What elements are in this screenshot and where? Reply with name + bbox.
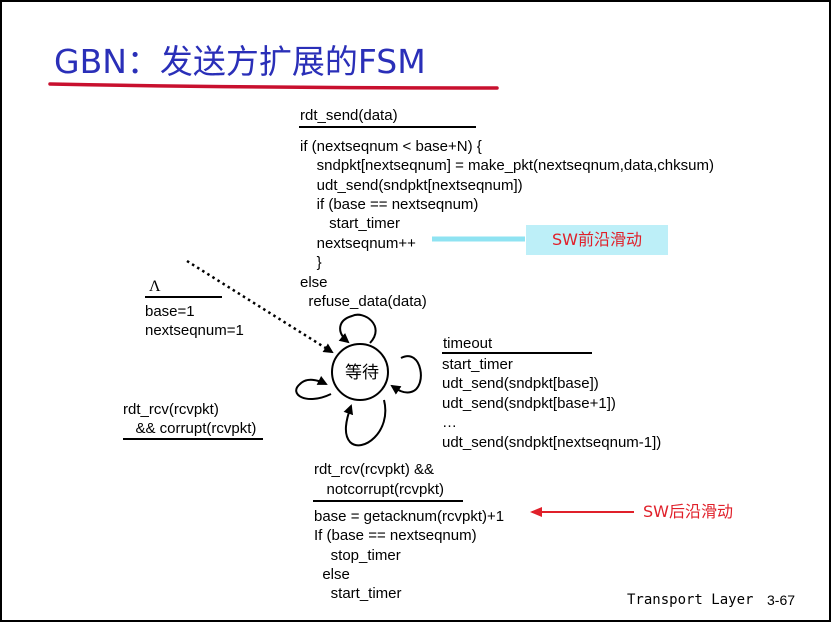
ack-action-line: If (base == nextseqnum) bbox=[314, 527, 477, 544]
ack-action-line: stop_timer bbox=[314, 547, 401, 564]
send-action-line: else bbox=[300, 274, 328, 291]
corrupt-event-line: && corrupt(rcvpkt) bbox=[123, 420, 257, 437]
timeout-action-line: start_timer bbox=[442, 356, 513, 373]
corrupt-event-line: rdt_rcv(rcvpkt) bbox=[123, 401, 219, 418]
ack-event-line: notcorrupt(rcvpkt) bbox=[314, 481, 445, 498]
send-action-line: start_timer bbox=[300, 215, 401, 232]
send-action-line: refuse_data(data) bbox=[300, 293, 427, 310]
front-slide-note: SW前沿滑动 bbox=[526, 225, 668, 255]
timeout-event-label: timeout bbox=[443, 335, 493, 352]
init-action-line: base=1 bbox=[145, 303, 195, 320]
send-action-line: } bbox=[300, 254, 322, 271]
footer-layer-label: Transport Layer bbox=[627, 592, 754, 608]
self-loop-bottom bbox=[343, 399, 387, 447]
send-action-line: if (base == nextseqnum) bbox=[300, 196, 479, 213]
send-event-label: rdt_send(data) bbox=[300, 107, 398, 124]
self-loop-right bbox=[390, 355, 422, 395]
corrupt-event-rule bbox=[123, 438, 263, 440]
slide-title: GBN：发送方扩展的FSM bbox=[54, 42, 426, 81]
initial-transition-arrow bbox=[186, 259, 334, 354]
timeout-event-rule bbox=[442, 352, 592, 354]
timeout-action-line: udt_send(sndpkt[base+1]) bbox=[442, 395, 616, 412]
send-event-rule bbox=[299, 126, 476, 128]
send-action-line: nextseqnum++ bbox=[300, 235, 416, 252]
front-slide-label: SW前沿滑动 bbox=[552, 230, 642, 249]
send-action-line: sndpkt[nextseqnum] = make_pkt(nextseqnum… bbox=[300, 157, 714, 174]
init-event-rule bbox=[145, 296, 222, 298]
send-action-line: if (nextseqnum < base+N) { bbox=[300, 138, 482, 155]
init-action-line: nextseqnum=1 bbox=[145, 322, 244, 339]
ack-event-line: rdt_rcv(rcvpkt) && bbox=[314, 461, 435, 478]
back-slide-label: SW后沿滑动 bbox=[643, 502, 733, 521]
timeout-action-line: udt_send(sndpkt[nextseqnum-1]) bbox=[442, 434, 662, 451]
timeout-action-line: udt_send(sndpkt[base]) bbox=[442, 375, 599, 392]
footer-page-number: 3-67 bbox=[767, 592, 796, 608]
self-loop-top bbox=[338, 313, 377, 344]
timeout-action-line: … bbox=[442, 414, 457, 431]
init-event-label: Λ bbox=[149, 278, 161, 295]
send-action-line: udt_send(sndpkt[nextseqnum]) bbox=[300, 177, 523, 194]
state-circle bbox=[331, 343, 389, 401]
ack-event-rule bbox=[313, 500, 463, 502]
ack-action-line: else bbox=[314, 566, 350, 583]
title-underline bbox=[48, 82, 499, 90]
self-loop-left bbox=[295, 375, 332, 400]
ack-action-line: start_timer bbox=[314, 585, 402, 602]
state-label: 等待 bbox=[345, 363, 379, 383]
ack-action-line: base = getacknum(rcvpkt)+1 bbox=[314, 508, 505, 525]
